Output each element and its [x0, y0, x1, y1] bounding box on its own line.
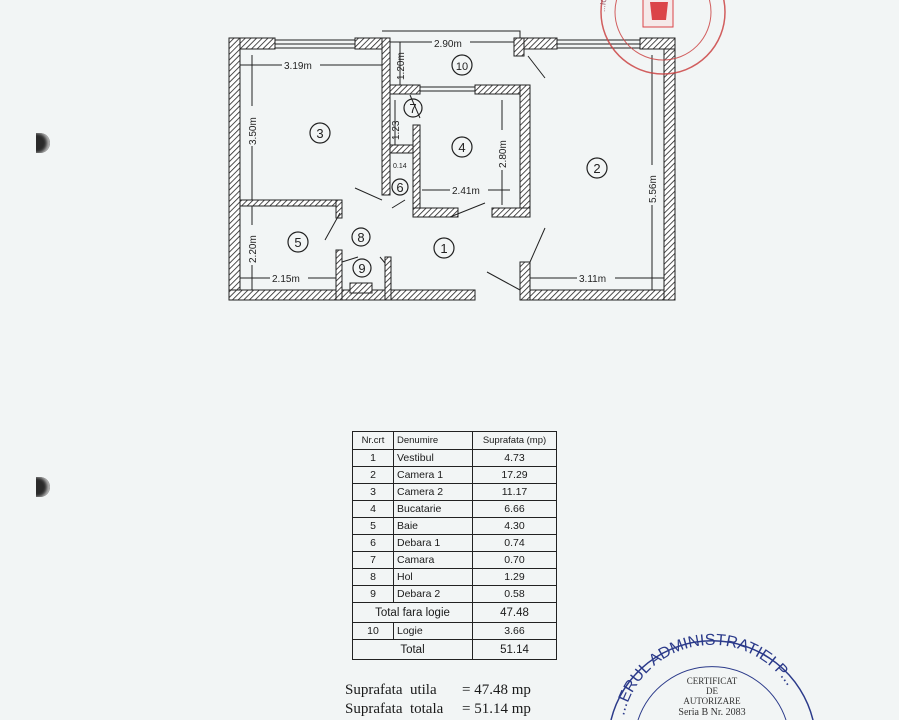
- row-nr: 4: [352, 500, 394, 518]
- row-nr: 2: [352, 466, 394, 484]
- binder-hole-bottom: [36, 477, 50, 497]
- row-name: Bucatarie: [393, 500, 473, 518]
- subtotal-label: Total fara logie: [352, 602, 473, 623]
- row-area: 11.17: [472, 483, 557, 501]
- room-8-number: 8: [357, 230, 364, 245]
- row-area: 4.30: [472, 517, 557, 535]
- stamp-certificat: CERTIFICAT: [687, 676, 738, 686]
- room-1-number: 1: [440, 241, 447, 256]
- dim-0-14: 0.14: [393, 163, 407, 170]
- dim-2-80: 2.80m: [498, 140, 509, 168]
- stamp-autorizare: AUTORIZARE: [683, 696, 741, 706]
- useful-area-value: = 47.48 mp: [462, 682, 531, 698]
- stamp-bottom: ...ERUL ADMINISTRATIEI P... CERTIFICAT D…: [610, 632, 814, 720]
- row-name: Camera 1: [393, 466, 473, 484]
- row-nr: 10: [352, 622, 394, 640]
- area-summary: Suprafata utila = 47.48 mp Suprafata tota…: [345, 681, 531, 719]
- row-name: Vestibul: [393, 449, 473, 467]
- room-4-number: 4: [458, 140, 465, 155]
- room-10-number: 10: [456, 61, 468, 73]
- total-area-label: Suprafata totala: [345, 701, 444, 717]
- dim-3-19: 3.19m: [284, 61, 312, 72]
- row-area: 0.58: [472, 585, 557, 603]
- dim-2-90: 2.90m: [434, 39, 462, 50]
- dimension-labels: 3.19m 2.90m 1.20m 3.50m 1.23 0.14 2.80m …: [246, 37, 659, 285]
- total-area: 51.14: [472, 639, 557, 660]
- windows-and-doors: [275, 30, 640, 291]
- row-nr: 7: [352, 551, 394, 569]
- room-7-number: 7: [409, 101, 416, 116]
- dim-3-11: 3.11m: [579, 274, 606, 285]
- walls: [228, 37, 676, 301]
- dim-3-50: 3.50m: [248, 117, 259, 145]
- stamp-de: DE: [706, 686, 718, 696]
- dim-2-20: 2.20m: [248, 235, 259, 263]
- row-nr: 5: [352, 517, 394, 535]
- subtotal-area: 47.48: [472, 602, 557, 623]
- row-nr: 6: [352, 534, 394, 552]
- row-area: 3.66: [472, 622, 557, 640]
- binder-hole-top: [36, 133, 50, 153]
- row-name: Camara: [393, 551, 473, 569]
- table-header: Nr.crt Denumire Suprafata (mp): [352, 431, 557, 450]
- stamp-serial: Seria B Nr. 2083: [678, 707, 745, 718]
- header-nr: Nr.crt: [352, 431, 394, 450]
- row-nr: 1: [352, 449, 394, 467]
- row-name: Logie: [393, 622, 473, 640]
- total-label: Total: [352, 639, 473, 660]
- room-9-number: 9: [358, 261, 365, 276]
- total-area-value: = 51.14 mp: [462, 701, 531, 717]
- room-5-number: 5: [294, 235, 301, 250]
- row-area: 4.73: [472, 449, 557, 467]
- row-name: Debara 2: [393, 585, 473, 603]
- row-name: Hol: [393, 568, 473, 586]
- room-6-number: 6: [396, 180, 403, 195]
- header-area: Suprafata (mp): [472, 431, 557, 450]
- row-nr: 3: [352, 483, 394, 501]
- stamp-bottom-outer-ring: [610, 640, 814, 720]
- row-area: 1.29: [472, 568, 557, 586]
- header-name: Denumire: [393, 431, 473, 450]
- room-2-number: 2: [593, 161, 600, 176]
- row-area: 0.70: [472, 551, 557, 569]
- row-nr: 8: [352, 568, 394, 586]
- row-area: 6.66: [472, 500, 557, 518]
- useful-area-label: Suprafata utila: [345, 682, 437, 698]
- row-area: 0.74: [472, 534, 557, 552]
- stamp-top: ...IONALA DE CADASTRU SI PUBLICITATE...: [598, 0, 726, 75]
- room-numbers: [287, 54, 608, 278]
- room-3-number: 3: [316, 126, 323, 141]
- dim-1-20: 1.20m: [396, 52, 407, 80]
- row-name: Debara 1: [393, 534, 473, 552]
- dim-2-15: 2.15m: [272, 274, 300, 285]
- dim-1-23: 1.23: [391, 120, 402, 140]
- row-name: Camera 2: [393, 483, 473, 501]
- stamp-bottom-inner-ring: [637, 666, 787, 720]
- row-area: 17.29: [472, 466, 557, 484]
- row-name: Baie: [393, 517, 473, 535]
- dim-5-56: 5.56m: [648, 175, 659, 203]
- row-nr: 9: [352, 585, 394, 603]
- dim-2-41: 2.41m: [452, 186, 480, 197]
